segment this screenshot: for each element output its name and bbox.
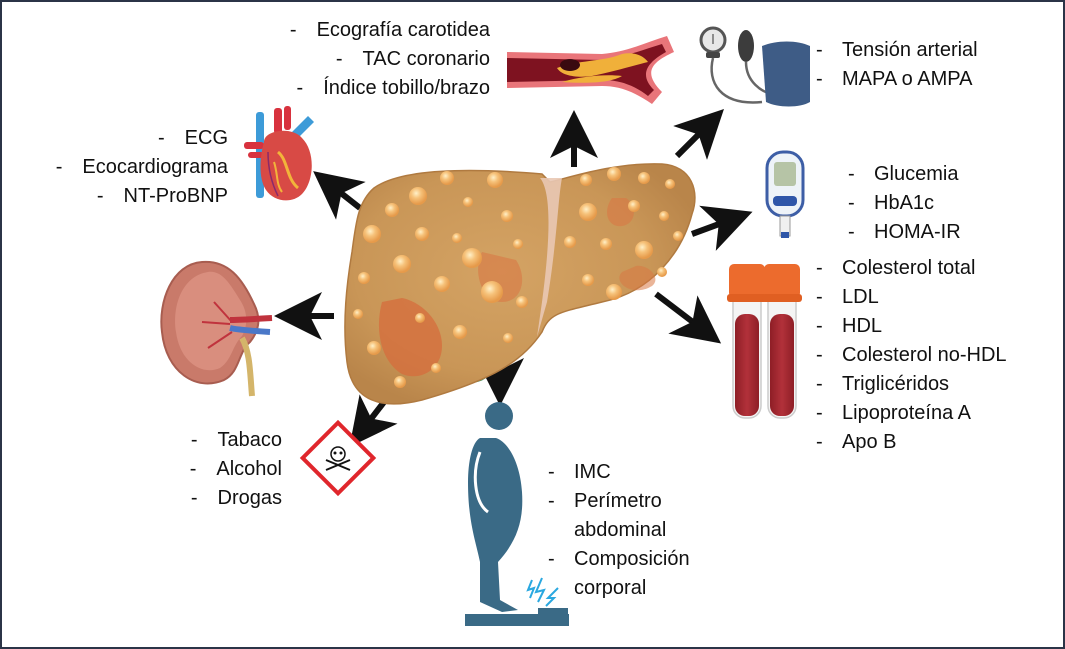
list-item: -Lipoproteína A	[816, 402, 971, 424]
list-item: -HOMA-IR	[848, 221, 961, 243]
list-item: -Triglicéridos	[816, 373, 950, 395]
list-item: -MAPA o AMPA	[816, 68, 973, 90]
arrow-to-tubes	[654, 291, 722, 344]
toxic-habits-list: -Tabaco -Alcohol -Drogas	[162, 426, 282, 513]
list-item: -Alcohol	[189, 458, 282, 480]
glucometer-icon	[765, 150, 805, 238]
lipid-tests-list: -Colesterol total -LDL -HDL -Colesterol …	[816, 254, 1007, 457]
list-item: -Tensión arterial	[816, 39, 978, 61]
list-item: -Composición	[548, 548, 690, 570]
list-item: -Tabaco	[190, 429, 282, 451]
list-item: -Perímetro	[548, 490, 662, 512]
cardiac-tests-list: -ECG -Ecocardiograma -NT-ProBNP	[12, 124, 228, 211]
list-item: -HDL	[816, 315, 883, 337]
list-item: -Colesterol no-HDL	[816, 344, 1007, 366]
blood-tubes-icon	[727, 264, 802, 419]
list-item: -Drogas	[190, 487, 282, 509]
toxic-hazard-icon	[299, 419, 377, 497]
arrow-to-bp	[673, 109, 724, 160]
list-item: -Ecocardiograma	[55, 156, 228, 178]
artery-plaque-icon	[507, 36, 674, 104]
list-item: -Ecografía carotidea	[289, 19, 490, 41]
list-item: -HbA1c	[848, 192, 935, 214]
glucose-tests-list: -Glucemia -HbA1c -HOMA-IR	[848, 160, 961, 247]
arrow-to-glucometer	[690, 205, 753, 251]
kidney-icon	[160, 260, 273, 397]
list-item: -LDL	[816, 286, 879, 308]
fatty-liver-icon	[344, 163, 696, 405]
list-item: -Apo B	[816, 431, 897, 453]
list-item: -TAC coronario	[335, 48, 490, 70]
list-item: -Colesterol total	[816, 257, 976, 279]
person-on-scale-icon	[465, 402, 569, 626]
anthropometry-list: -IMC -Perímetro abdominal -Composición c…	[548, 458, 690, 603]
list-item: -ECG	[157, 127, 228, 149]
blood-pressure-list: -Tensión arterial -MAPA o AMPA	[816, 36, 978, 94]
heart-icon	[244, 106, 314, 201]
arrow-to-heart	[313, 171, 366, 220]
list-item-continuation: corporal	[574, 577, 647, 599]
arrows	[274, 109, 753, 448]
list-item: -IMC	[548, 461, 611, 483]
list-item: -Índice tobillo/brazo	[296, 77, 490, 99]
vascular-tests-list: -Ecografía carotidea -TAC coronario -Índ…	[250, 16, 490, 103]
arrow-to-toxic	[349, 394, 398, 448]
sphygmomanometer-icon	[699, 26, 810, 107]
list-item: -Glucemia	[848, 163, 959, 185]
list-item: -NT-ProBNP	[96, 185, 228, 207]
list-item-continuation: abdominal	[574, 519, 667, 541]
